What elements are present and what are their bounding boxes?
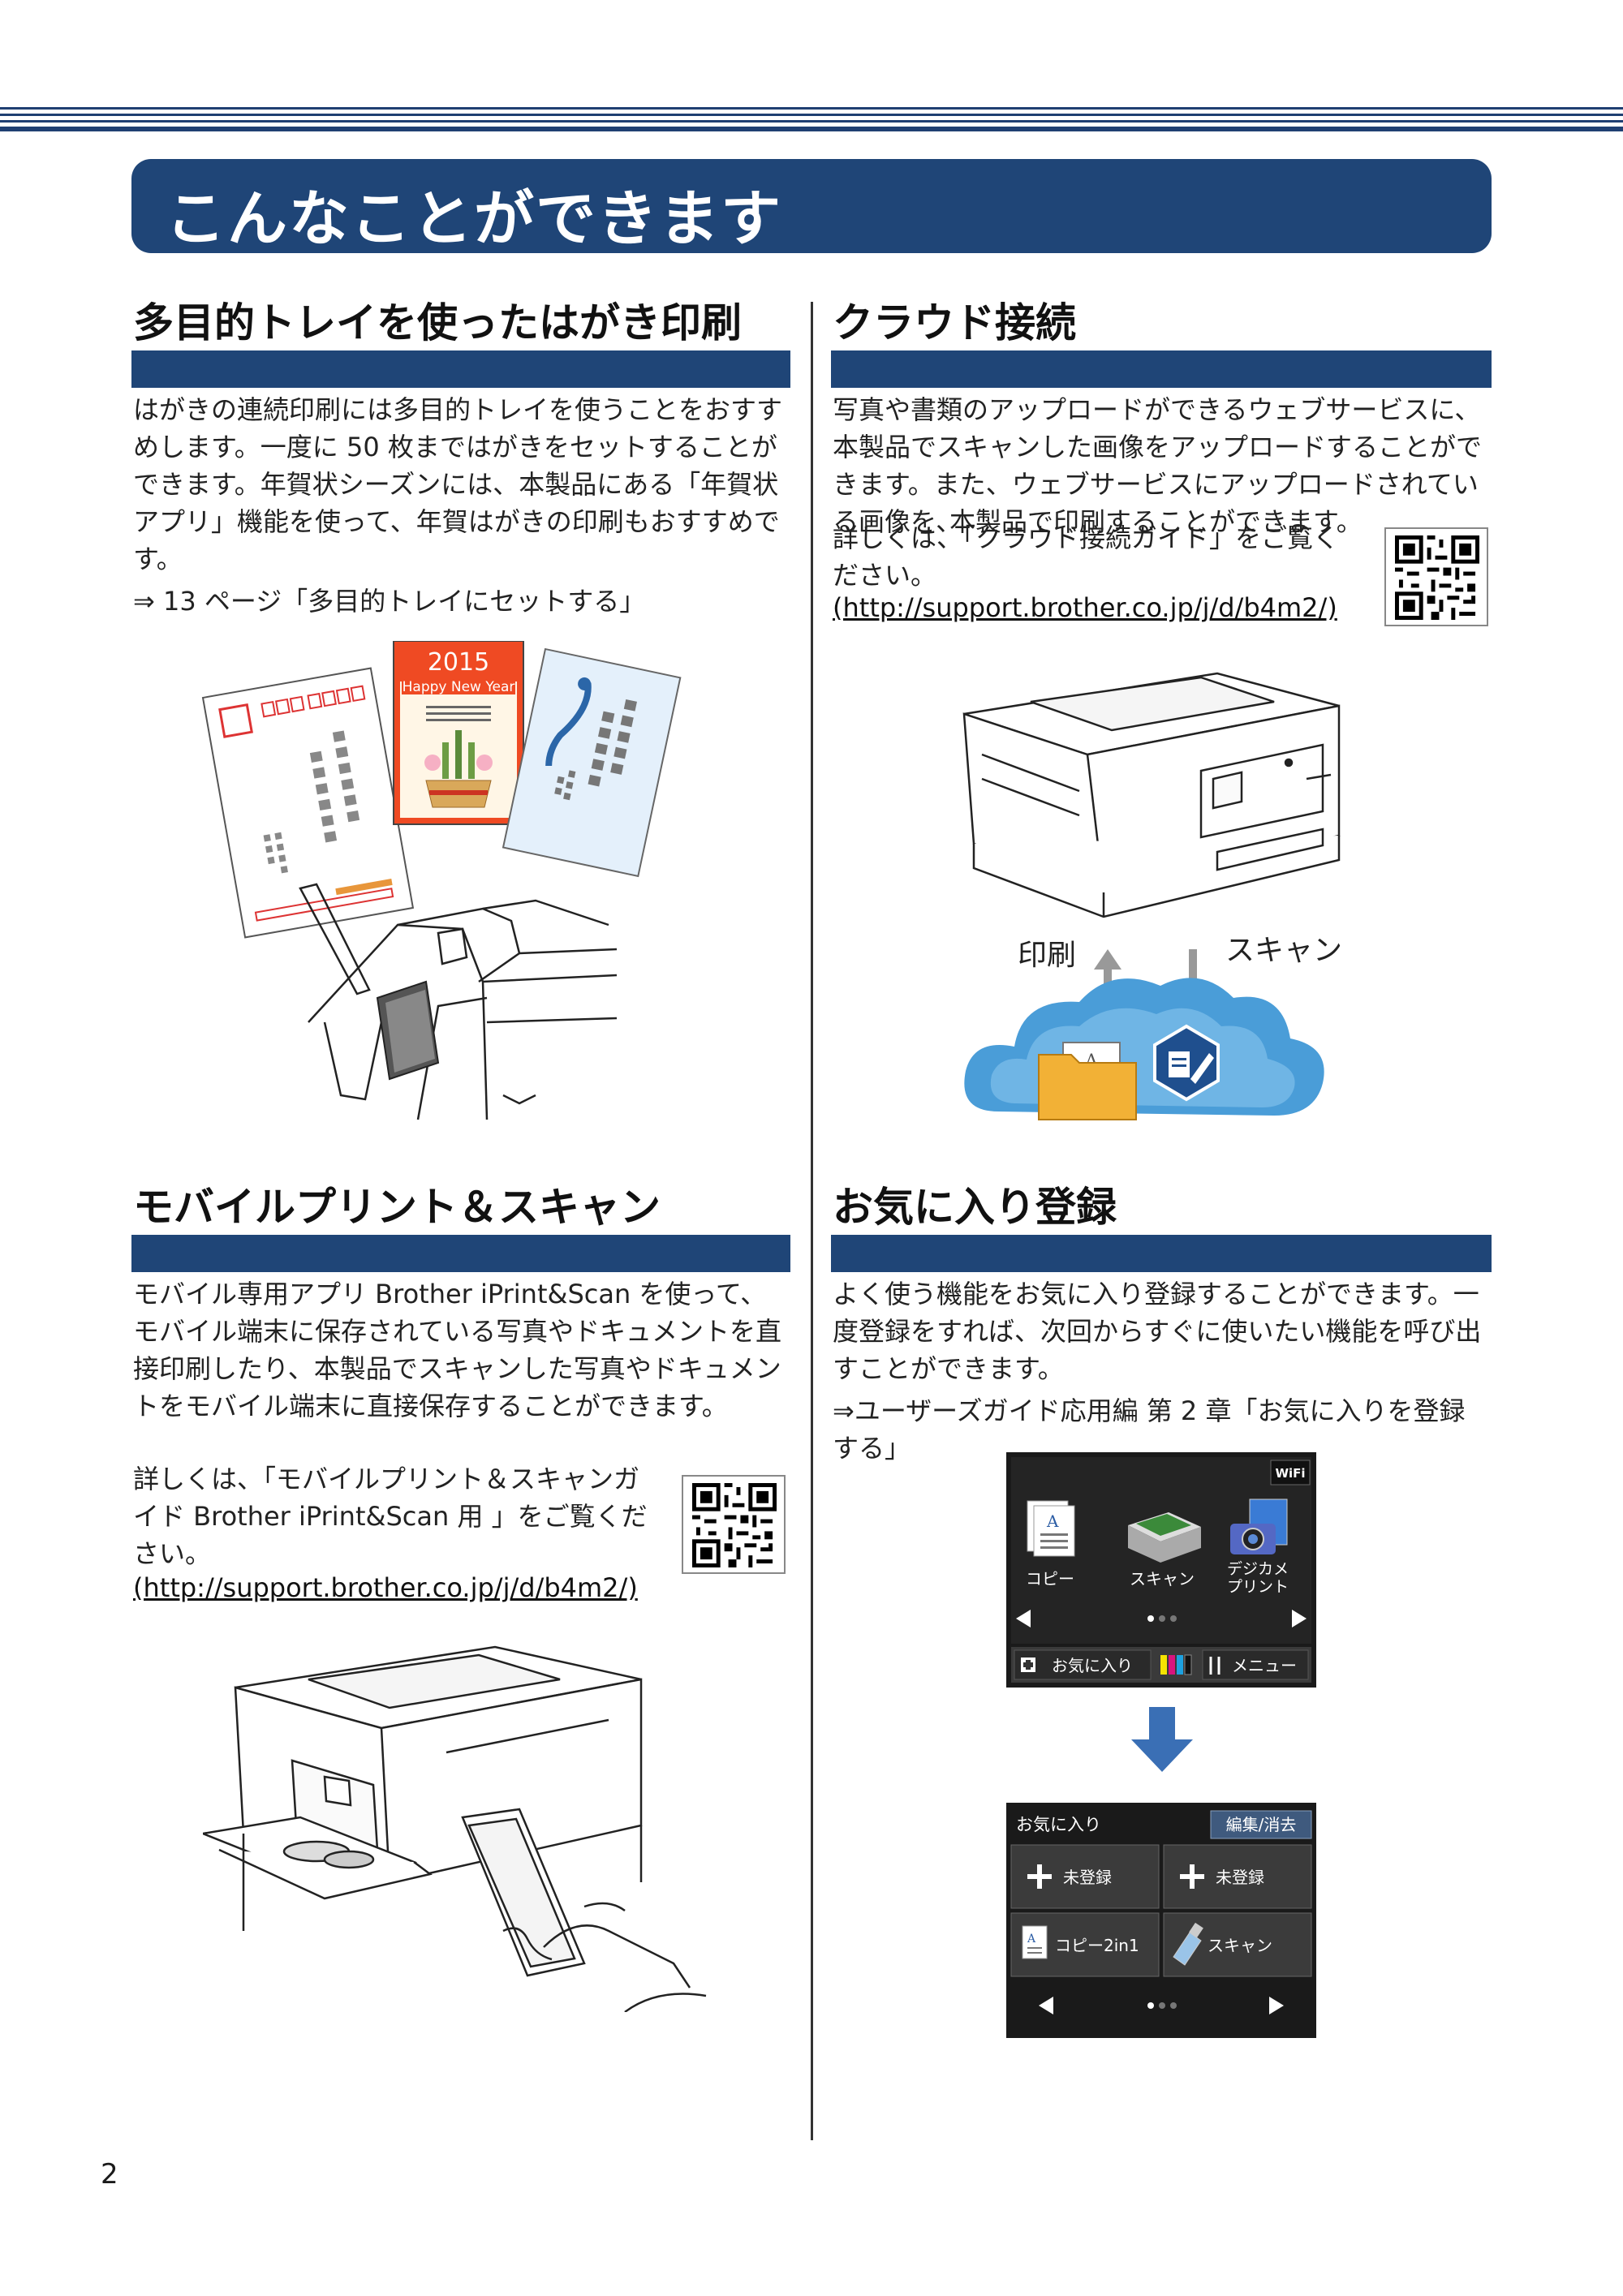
plus-icon <box>1027 1864 1052 1889</box>
camera-icon <box>1230 1498 1288 1554</box>
cloud-illustration: A <box>962 672 1341 1120</box>
cloud-guide-link[interactable]: (http://support.brother.co.jp/j/d/b4m2/) <box>833 592 1337 623</box>
favorites-section-bar <box>831 1235 1492 1272</box>
right-arrow-icon[interactable] <box>1292 1610 1307 1627</box>
home-photo-label-line2: プリント <box>1227 1578 1289 1596</box>
label-scan: スキャン <box>1225 934 1343 967</box>
svg-text:A: A <box>1027 1933 1036 1946</box>
column-divider <box>811 302 813 2140</box>
fav-slot-4[interactable]: スキャン <box>1208 1936 1272 1955</box>
tools-icon <box>1209 1657 1220 1675</box>
home-screen: WiFi A コピー スキャン デジカメ プリント お気に入り メニュー <box>1006 1452 1316 1688</box>
cloud-body-intro: 写真や書類のアップロードができるウェブサービスに、本製品でスキャンした画像をアッ… <box>833 391 1490 545</box>
usb-icon <box>1173 1922 1203 1966</box>
ink-icon <box>1160 1654 1192 1675</box>
left-arrow-icon[interactable] <box>1039 1997 1053 2014</box>
cloud-paragraph: 写真や書類のアップロードができるウェブサービスに、本製品でスキャンした画像をアッ… <box>833 394 1483 537</box>
label-print: 印刷 <box>1018 939 1077 972</box>
cloud-section-bar <box>831 350 1492 388</box>
favorites-guide-ref: ⇒ユーザーズガイド応用編 第 2 章「お気に入りを登録する」 <box>833 1395 1466 1464</box>
postcard-section-bar <box>131 350 790 388</box>
mobile-section-bar <box>131 1235 790 1272</box>
favorites-screen: お気に入り 編集/消去 未登録 未登録 A コピー2in1 スキャン <box>1006 1803 1316 2038</box>
postcard-page-ref: ⇒ 13 ページ「多目的トレイにセットする」 <box>133 586 646 617</box>
mobile-qr-code[interactable] <box>682 1475 786 1574</box>
qr-code-icon <box>692 1483 777 1567</box>
home-copy-label: コピー <box>1026 1569 1074 1589</box>
right-arrow-icon[interactable] <box>1269 1997 1284 2014</box>
header-rule <box>0 107 1623 131</box>
home-menu-button[interactable]: メニュー <box>1232 1656 1297 1675</box>
page-number: 2 <box>101 2158 118 2191</box>
copy-icon: A <box>1027 1500 1075 1557</box>
postcard-paragraph: はがきの連続印刷には多目的トレイを使うことをおすすめします。一度に 50 枚まで… <box>133 394 783 574</box>
fav-screen-header: お気に入り <box>1016 1815 1101 1834</box>
cloud-guide-ref: 詳しくは、「クラウド接続ガイド」をご覧ください。 <box>833 522 1340 591</box>
home-photo-label-line1: デジカメ <box>1227 1560 1289 1578</box>
qr-code-icon <box>1395 535 1479 620</box>
cloud-section-title: クラウド接続 <box>833 299 1076 346</box>
banner-title: こんなことができます <box>166 184 782 254</box>
copy-icon: A <box>1022 1925 1048 1959</box>
postcard-section-title: 多目的トレイを使ったはがき印刷 <box>133 299 742 346</box>
fav-slot-3[interactable]: コピー2in1 <box>1055 1936 1139 1955</box>
mobile-guide-link[interactable]: (http://support.brother.co.jp/j/d/b4m2/) <box>133 1572 638 1603</box>
mobile-section-title: モバイルプリント＆スキャン <box>133 1184 661 1231</box>
page-banner: こんなことができます <box>131 159 1492 254</box>
home-fav-button[interactable]: お気に入り <box>1052 1656 1133 1675</box>
fav-edit-button[interactable]: 編集/消去 <box>1226 1815 1297 1834</box>
mobile-body-intro: モバイル専用アプリ Brother iPrint&Scan を使って、モバイル端… <box>133 1275 790 1430</box>
fav-slot-2[interactable]: 未登録 <box>1216 1868 1264 1887</box>
mobile-illustration <box>203 1645 707 2012</box>
card-year: 2015 <box>428 648 489 677</box>
down-arrow-icon <box>1131 1707 1193 1772</box>
cloud-qr-code[interactable] <box>1384 527 1488 626</box>
card-greeting: Happy New Year <box>403 679 515 695</box>
wifi-icon: WiFi <box>1275 1466 1305 1481</box>
cloud-body-ref: 詳しくは、「クラウド接続ガイド」をご覧ください。 <box>833 519 1360 599</box>
mobile-guide-ref: 詳しくは、「モバイルプリント＆スキャンガイド Brother iPrint&Sc… <box>133 1464 648 1569</box>
home-scan-label: スキャン <box>1130 1569 1195 1589</box>
postcard-illustration: 2015 Happy New Year <box>201 641 682 1120</box>
svg-text:A: A <box>1046 1511 1059 1531</box>
scanner-icon <box>1128 1512 1201 1563</box>
postcard-body: はがきの連続印刷には多目的トレイを使うことをおすすめします。一度に 50 枚まで… <box>133 391 790 625</box>
left-arrow-icon[interactable] <box>1016 1610 1031 1627</box>
favorites-paragraph: よく使う機能をお気に入り登録することができます。一度登録をすれば、次回からすぐに… <box>833 1279 1482 1384</box>
fav-slot-1[interactable]: 未登録 <box>1063 1868 1112 1887</box>
plus-icon <box>1180 1864 1204 1889</box>
mobile-body-ref: 詳しくは、「モバイルプリント＆スキャンガイド Brother iPrint&Sc… <box>133 1460 661 1577</box>
mobile-paragraph: モバイル専用アプリ Brother iPrint&Scan を使って、モバイル端… <box>133 1279 782 1421</box>
favorites-section-title: お気に入り登録 <box>833 1184 1117 1231</box>
favorites-body: よく使う機能をお気に入り登録することができます。一度登録をすれば、次回からすぐに… <box>833 1275 1490 1472</box>
